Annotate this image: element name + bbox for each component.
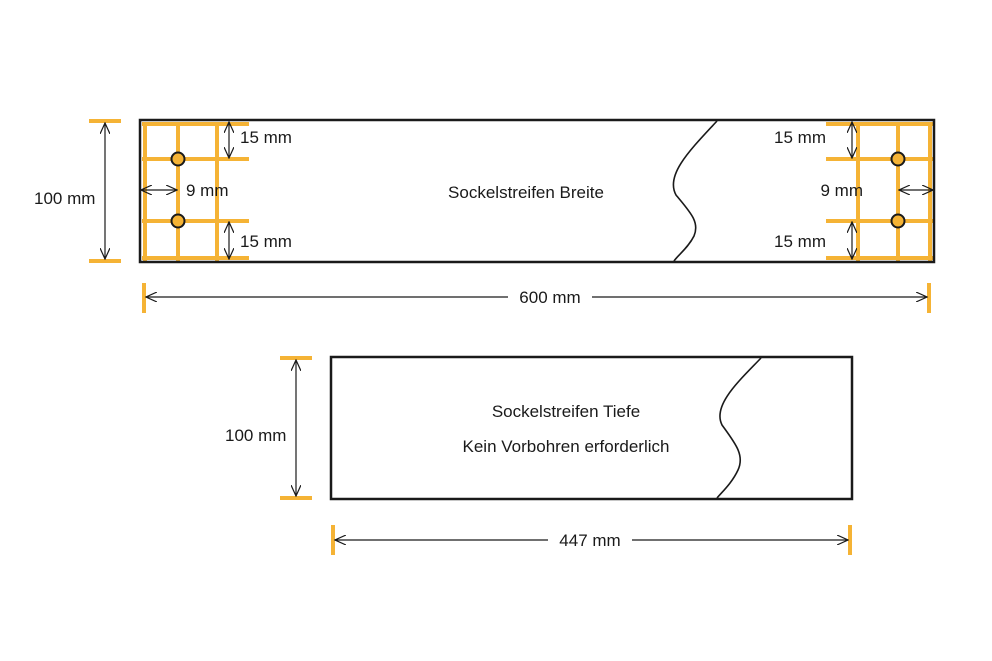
strip-width-drawing: 15 mm 15 mm 9 mm 15 mm 15 mm 9 mm Sockel… bbox=[34, 118, 936, 313]
strip-width-break-line bbox=[672, 120, 718, 262]
left-bottom-offset-label: 15 mm bbox=[240, 232, 292, 251]
strip-width-length-label: 600 mm bbox=[519, 288, 580, 307]
drill-hole-icon bbox=[170, 151, 186, 167]
strip-depth-length-label: 447 mm bbox=[559, 531, 620, 550]
strip-width-title: Sockelstreifen Breite bbox=[448, 183, 604, 202]
right-top-offset-label: 15 mm bbox=[774, 128, 826, 147]
right-edge-offset-label: 9 mm bbox=[821, 181, 864, 200]
strip-depth-length-dimension bbox=[331, 525, 852, 555]
strip-depth-title: Sockelstreifen Tiefe bbox=[492, 402, 640, 421]
drill-hole-icon bbox=[890, 213, 906, 229]
left-top-offset-label: 15 mm bbox=[240, 128, 292, 147]
strip-width-height-dimension bbox=[89, 119, 121, 263]
strip-depth-outline bbox=[329, 355, 854, 501]
right-bottom-offset-label: 15 mm bbox=[774, 232, 826, 251]
left-bracket-grid bbox=[142, 122, 249, 261]
strip-depth-height-label: 100 mm bbox=[225, 426, 286, 445]
strip-depth-drawing: Sockelstreifen Tiefe Kein Vorbohren erfo… bbox=[225, 355, 854, 555]
drill-hole-icon bbox=[890, 151, 906, 167]
left-edge-offset-label: 9 mm bbox=[186, 181, 229, 200]
strip-width-height-label: 100 mm bbox=[34, 189, 95, 208]
strip-depth-height-dimension bbox=[280, 356, 312, 500]
strip-depth-note: Kein Vorbohren erforderlich bbox=[463, 437, 670, 456]
strip-depth-break-line bbox=[716, 357, 762, 499]
strip-width-length-dimension bbox=[142, 283, 931, 313]
drill-hole-icon bbox=[170, 213, 186, 229]
